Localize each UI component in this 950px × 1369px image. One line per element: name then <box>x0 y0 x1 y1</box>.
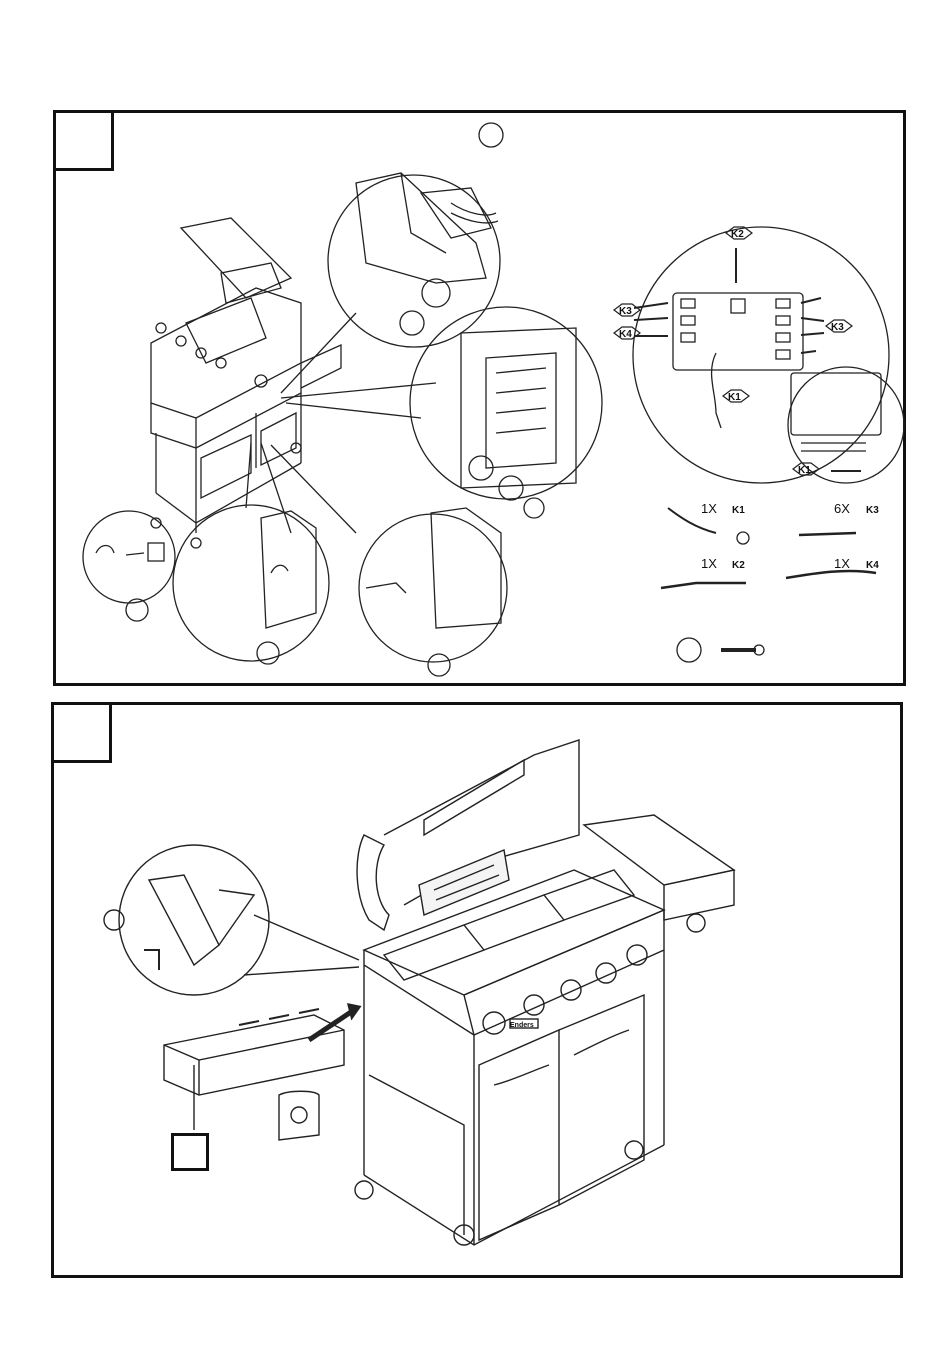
qty-k2: 1X <box>701 556 717 571</box>
part-label-k1: K1 <box>732 505 745 516</box>
hex-label-k1-wire: K1 <box>728 392 741 403</box>
grill-lid <box>357 740 579 930</box>
qty-k3: 6X <box>834 501 850 516</box>
panel-2-illustration: Enders <box>54 705 906 1281</box>
zoom-circle-wiring-diagram <box>633 227 889 483</box>
part-label-k3: K3 <box>866 505 879 516</box>
step-panel-1: K2 K3 K4 K3 K1 K1 1X K1 6X K3 1X K2 1X K… <box>53 110 906 686</box>
part-label-k2: K2 <box>732 560 745 571</box>
hex-label-k2-top: K2 <box>731 229 744 240</box>
part-label-k4: K4 <box>866 560 879 571</box>
hex-label-k4-left: K4 <box>619 329 632 340</box>
hex-label-k3-right: K3 <box>831 322 844 333</box>
zoom-circle-wiring <box>410 307 602 499</box>
hex-label-k1-inset: K1 <box>798 465 811 476</box>
screw-part-circle <box>677 638 701 662</box>
zoom-circle-valves <box>328 175 500 347</box>
panel-1-illustration: K2 K3 K4 K3 K1 K1 1X K1 6X K3 1X K2 1X K… <box>56 113 909 689</box>
zoom-circle-regulator-2 <box>359 514 507 662</box>
brand-plate-text: Enders <box>510 1022 534 1029</box>
qty-k4: 1X <box>834 556 850 571</box>
grill-overview-small <box>151 218 341 548</box>
side-shelf-part <box>164 1015 344 1095</box>
hex-label-k3-left: K3 <box>619 306 632 317</box>
zoom-circle-knob <box>83 511 175 603</box>
qty-k1: 1X <box>701 501 717 516</box>
zoom-circle-bracket <box>119 845 269 995</box>
step-panel-2: Enders <box>51 702 903 1278</box>
part-number-box <box>171 1133 209 1171</box>
